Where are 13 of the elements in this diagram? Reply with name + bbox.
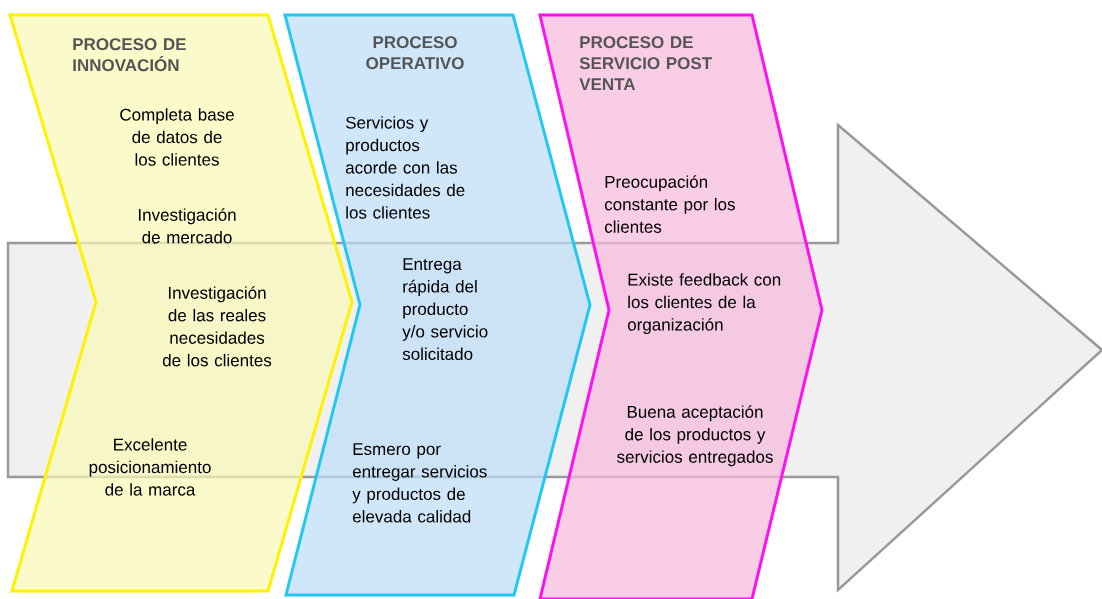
process-text: Preocupación constante por los clientes — [604, 175, 735, 233]
process-text: Completa base de datos de los clientes — [120, 108, 234, 166]
process-heading: PROCESO OPERATIVO — [366, 36, 464, 70]
process-text: Buena aceptación de los productos y servicios entregados — [617, 405, 773, 467]
process-text: Investigación de las reales necesidades de los clientes — [162, 286, 272, 367]
process-text: Entrega rápida del producto y/o servicio solicitado — [402, 258, 488, 361]
process-text: Servicios y productos acorde con las necesidades de los clientes — [345, 116, 465, 219]
process-text: Investigación de mercado — [138, 208, 236, 244]
process-text: Excelente posicionamiento de la marca — [89, 438, 211, 496]
process-heading: PROCESO DE INNOVACIÓN — [73, 38, 186, 72]
process-text: Esmero por entregar servicios y productos de elevada calidad — [352, 443, 487, 523]
process-heading: PROCESO DE SERVICIO POST VENTA — [579, 36, 712, 91]
process-text: Existe feedback con los clientes de la organización — [627, 273, 781, 335]
